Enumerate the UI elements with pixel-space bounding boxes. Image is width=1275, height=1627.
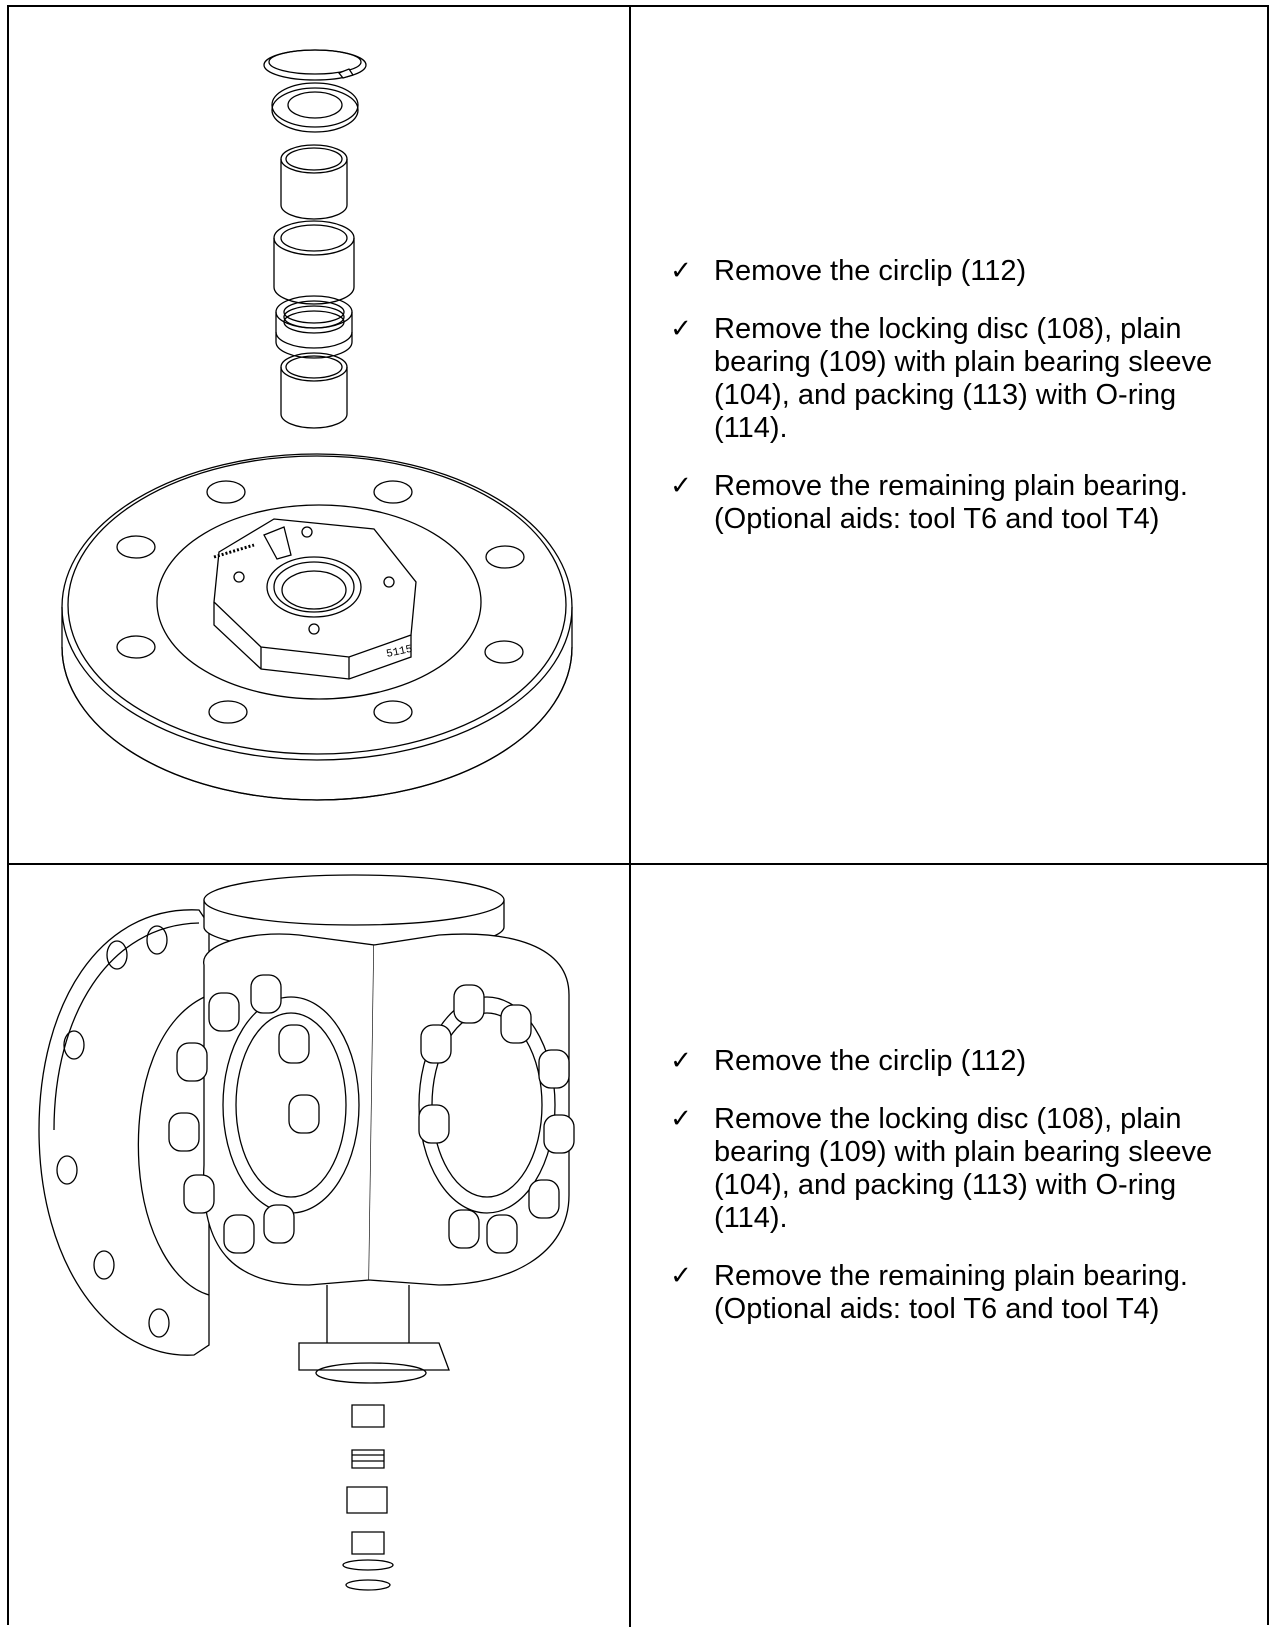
step-text: Remove the circlip (112) (714, 255, 1027, 287)
table-row: ✓ Remove the circlip (112) ✓ Remove the … (9, 865, 1267, 1627)
circlip-part (264, 50, 366, 80)
valve-body-illustration (9, 865, 629, 1627)
checkmark-icon: ✓ (670, 1046, 692, 1076)
list-item: ✓ Remove the remaining plain bearing. (O… (666, 470, 1247, 536)
checkmark-icon: ✓ (670, 1261, 692, 1291)
checkmark-icon: ✓ (670, 314, 692, 344)
list-item: ✓ Remove the circlip (112) (666, 255, 1247, 288)
step-text: Remove the remaining plain bearing. (Opt… (714, 1260, 1188, 1325)
plain-bearing-part (281, 145, 347, 219)
checkmark-icon: ✓ (670, 256, 692, 286)
locking-disc-part (272, 83, 358, 132)
part-marking: 5115 (385, 644, 413, 661)
side-flange-part (39, 910, 209, 1355)
valve-body-part (169, 934, 574, 1285)
step-list: ✓ Remove the circlip (112) ✓ Remove the … (666, 255, 1247, 561)
exploded-bearing-assembly-illustration: 5115 (9, 7, 629, 863)
checkmark-icon: ✓ (670, 471, 692, 501)
checkmark-icon: ✓ (670, 1104, 692, 1134)
instruction-table: 5115 ✓ Remove the circlip (112) ✓ Remove… (7, 5, 1269, 1627)
packing-part (276, 296, 352, 358)
exploded-bearing-stack (343, 1405, 393, 1590)
list-item: ✓ Remove the circlip (112) (666, 1045, 1247, 1078)
list-item: ✓ Remove the remaining plain bearing. (O… (666, 1260, 1247, 1326)
plain-bearing-sleeve-part (274, 221, 354, 304)
list-item: ✓ Remove the locking disc (108), plain b… (666, 313, 1247, 445)
instruction-cell: ✓ Remove the circlip (112) ✓ Remove the … (631, 7, 1267, 863)
plain-bearing-part (281, 353, 347, 428)
step-list: ✓ Remove the circlip (112) ✓ Remove the … (666, 1045, 1247, 1351)
list-item: ✓ Remove the locking disc (108), plain b… (666, 1103, 1247, 1235)
table-row: 5115 ✓ Remove the circlip (112) ✓ Remove… (9, 7, 1267, 865)
step-text: Remove the locking disc (108), plain bea… (714, 1103, 1213, 1234)
figure-cell (9, 865, 631, 1627)
flange-part (62, 454, 572, 800)
stem-part (299, 1285, 449, 1383)
step-text: Remove the circlip (112) (714, 1045, 1027, 1077)
step-text: Remove the remaining plain bearing. (Opt… (714, 470, 1188, 535)
step-text: Remove the locking disc (108), plain bea… (714, 313, 1213, 444)
figure-cell: 5115 (9, 7, 631, 863)
instruction-cell: ✓ Remove the circlip (112) ✓ Remove the … (631, 865, 1267, 1627)
